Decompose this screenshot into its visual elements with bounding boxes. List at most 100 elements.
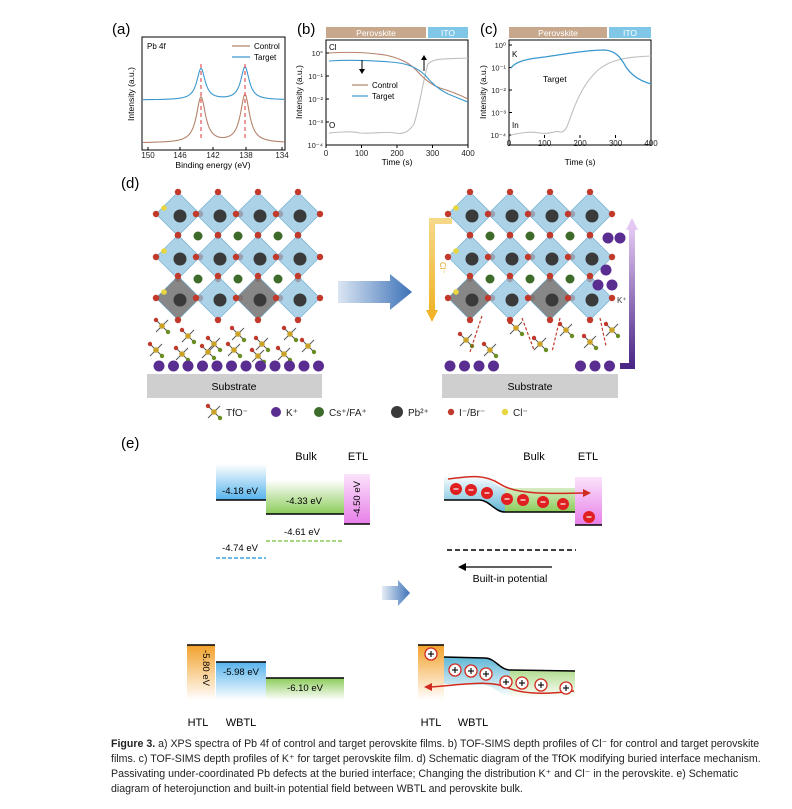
- cl-ion: [161, 205, 167, 211]
- tfo-fluorine: [191, 339, 197, 345]
- panel-a-inner-label: Pb 4f: [147, 42, 166, 51]
- halide-ion: [506, 231, 514, 239]
- tfo-fluorine: [159, 353, 165, 359]
- tfo-sulfur: [463, 337, 469, 343]
- halide-ion: [232, 294, 240, 302]
- substrate-right-label: Substrate: [508, 381, 553, 393]
- energy-418: -4.18 eV: [222, 486, 259, 497]
- pb-ion: [293, 252, 307, 266]
- pb-ion: [293, 209, 307, 223]
- pb-ion: [545, 252, 559, 266]
- energy-580: -5.80 eV: [200, 650, 211, 687]
- pb-ion: [213, 293, 227, 307]
- panel-e-label: (e): [121, 435, 139, 452]
- halide-ion: [506, 188, 514, 196]
- element-label-cl: Cl: [329, 43, 337, 52]
- tfo-sulfur: [185, 333, 191, 339]
- tfo-oxygen: [225, 341, 231, 347]
- perovskite-bar-b: [326, 27, 426, 38]
- pb-ion: [465, 209, 479, 223]
- ytick-label: 10⁻³: [308, 118, 323, 127]
- built-in-label: Built-in potential: [473, 573, 548, 585]
- halide-ion: [524, 253, 532, 261]
- tfo-sulfur: [153, 347, 159, 353]
- tfo-fluorine: [519, 331, 525, 337]
- tfo-fluorine: [293, 337, 299, 343]
- tfo-fluorine: [311, 349, 317, 355]
- cs-fa-cation: [233, 274, 243, 284]
- halide-ion: [586, 188, 594, 196]
- cl-migration-arrow: [429, 218, 452, 312]
- element-label-in: In: [512, 121, 519, 130]
- energy-461: -4.61 eV: [284, 527, 321, 538]
- electron-flow-head: [583, 489, 591, 497]
- pb-ion: [173, 209, 187, 223]
- cl-target-trace: [328, 59, 469, 103]
- tfo-sulfur: [305, 343, 311, 349]
- tfo-sulfur: [537, 341, 543, 347]
- halide-ion: [152, 253, 160, 261]
- bulk-label-left: Bulk: [295, 451, 317, 463]
- legend-target-b: Target: [372, 92, 395, 101]
- bulk-label-right: Bulk: [523, 451, 545, 463]
- xtick-label: 300: [609, 139, 623, 148]
- ito-bar-label-b: ITO: [441, 28, 455, 38]
- legend-tfo-oxygen: [205, 403, 211, 409]
- legend-k-icon: [271, 407, 281, 417]
- cl-ion: [453, 248, 459, 254]
- vb-edge-right: [443, 656, 576, 672]
- pb-ion: [585, 252, 599, 266]
- ytick-label: 10°: [312, 49, 323, 58]
- k-ion: [284, 360, 295, 372]
- tfo-oxygen: [229, 325, 235, 331]
- bulk-vb-block: [266, 678, 344, 700]
- panel-b-yticks: 10°10⁻¹10⁻²10⁻³10⁻⁴: [307, 49, 329, 150]
- halide-ion: [254, 188, 262, 196]
- tfo-fluorine: [165, 329, 171, 335]
- panel-b-xlabel: Time (s): [382, 157, 413, 167]
- cs-fa-cation: [193, 231, 203, 241]
- halide-ion: [546, 272, 554, 280]
- halide-ion: [608, 210, 616, 218]
- legend-csfa-label: Cs⁺/FA⁺: [329, 408, 367, 419]
- energy-610: -6.10 eV: [287, 683, 324, 694]
- tfo-oxygen: [153, 317, 159, 323]
- tfo-fluorine: [615, 333, 621, 339]
- xtick-label: 134: [275, 151, 289, 160]
- tfo-sulfur: [609, 327, 615, 333]
- wbtl-vb-block: [216, 662, 266, 700]
- xtick-label: 0: [324, 149, 329, 158]
- pb-ion: [293, 293, 307, 307]
- halide-ion: [272, 210, 280, 218]
- halide-ion: [174, 231, 182, 239]
- xtick-label: 146: [173, 151, 187, 160]
- xtick-label: 138: [239, 151, 253, 160]
- tfo-fluorine: [237, 353, 243, 359]
- tfo-sulfur: [287, 331, 293, 337]
- halide-ion: [174, 188, 182, 196]
- k-ion: [182, 360, 194, 372]
- halide-ion: [254, 231, 262, 239]
- electron-flow-arrow: [447, 475, 586, 495]
- tfo-fluorine: [569, 333, 575, 339]
- substrate-left: [147, 374, 322, 398]
- halide-ion: [232, 253, 240, 261]
- legend-control: Control: [254, 42, 280, 51]
- k-ion: [240, 360, 252, 372]
- panel-e: (e) Bulk ETL -4.18 eV -4.33 eV -4.50 eV …: [121, 435, 602, 729]
- cs-fa-cation: [525, 274, 535, 284]
- cl-ion: [161, 289, 167, 295]
- k-ion: [592, 279, 604, 291]
- element-label-k: K: [512, 50, 518, 59]
- halide-ion: [214, 272, 222, 280]
- panel-b: (b) Perovskite ITO Intensity (a.u.) Time…: [294, 21, 475, 167]
- tfo-oxygen: [281, 325, 287, 331]
- k-arrow-head: [626, 218, 638, 230]
- spectrum-control: [142, 93, 285, 144]
- xtick-label: 200: [573, 139, 587, 148]
- xtick-label: 300: [426, 149, 440, 158]
- tfo-sulfur: [231, 347, 237, 353]
- tfo-sulfur: [159, 323, 165, 329]
- ytick-label: 10⁰: [495, 41, 506, 50]
- energy-433: -4.33 eV: [286, 496, 323, 507]
